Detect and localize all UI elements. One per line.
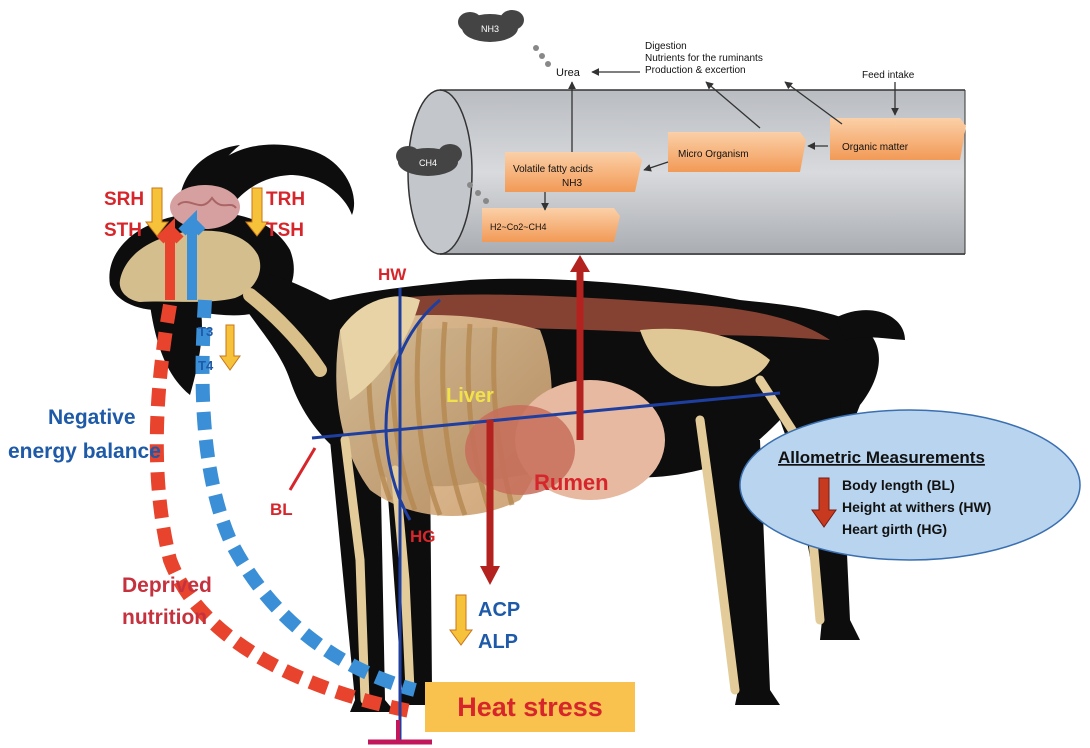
production-label: Production & excertion	[645, 65, 746, 76]
down-arrow-icon	[450, 595, 472, 645]
allometric-item-hg: Heart girth (HG)	[842, 521, 947, 537]
vfa-nh3-label: NH3	[562, 178, 582, 189]
organic-matter-label: Organic matter	[842, 142, 909, 153]
sth-label: STH	[104, 220, 142, 241]
negative-energy-label-1: Negative	[48, 406, 136, 429]
deprived-label-1: Deprived	[122, 574, 212, 597]
allometric-item-hw: Height at withers (HW)	[842, 499, 991, 515]
vfa-label: Volatile fatty acids	[513, 164, 593, 175]
negative-energy-label-2: energy balance	[8, 440, 161, 463]
hg-label: HG	[410, 527, 436, 546]
digestion-label: Digestion	[645, 41, 687, 52]
urea-label: Urea	[556, 67, 581, 79]
allometric-panel: Allometric Measurements Body length (BL)…	[740, 410, 1080, 560]
bl-pointer	[290, 448, 315, 490]
rumen-label: Rumen	[534, 470, 609, 495]
heat-stress-label: Heat stress	[457, 692, 603, 722]
tsh-label: TSH	[266, 220, 304, 241]
gases-label: H2~Co2~CH4	[490, 222, 547, 232]
organic-matter-box	[830, 118, 966, 160]
liver-label: Liver	[446, 385, 494, 407]
trh-label: TRH	[266, 189, 305, 210]
brain-shape	[170, 185, 240, 229]
alp-label: ALP	[478, 631, 518, 653]
ch4-cloud-label: CH4	[419, 158, 437, 168]
rumen-process-diagram: NH3 CH4 Urea Digestion Nutrients for the…	[396, 10, 966, 255]
t3-label: T3	[198, 324, 213, 339]
down-arrow-icon	[220, 325, 240, 370]
allometric-title: Allometric Measurements	[778, 448, 985, 467]
t4-label: T4	[198, 358, 214, 373]
nutrients-label: Nutrients for the ruminants	[645, 53, 763, 64]
bl-label: BL	[270, 500, 293, 519]
allometric-item-bl: Body length (BL)	[842, 477, 955, 493]
micro-organism-label: Micro Organism	[678, 149, 749, 160]
nh3-cloud-label: NH3	[481, 24, 499, 34]
hw-label: HW	[378, 265, 407, 284]
feed-intake-label: Feed intake	[862, 70, 915, 81]
srh-label: SRH	[104, 189, 144, 210]
deprived-label-2: nutrition	[122, 606, 207, 629]
acp-label: ACP	[478, 599, 520, 621]
